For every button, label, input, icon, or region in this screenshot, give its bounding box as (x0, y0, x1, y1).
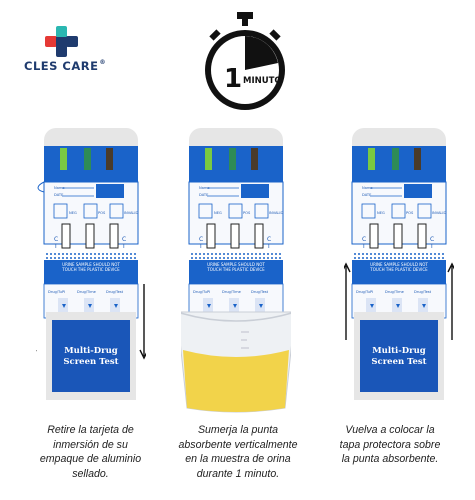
invalid-label: INVALID (269, 211, 284, 215)
step-1-caption: Retire la tarjeta de inmersión de su emp… (39, 424, 142, 480)
name-label: Name (199, 186, 210, 190)
name-label: Name (362, 186, 373, 190)
pos-label: POS (243, 211, 251, 215)
urine-note: URINE SAMPLE SHOULD NOT TOUCH THE PLASTI… (370, 262, 428, 272)
pos-label: POS (406, 211, 414, 215)
neg-label: NEG (214, 211, 222, 215)
t-label: T (267, 243, 271, 250)
pos-label: POS (98, 211, 106, 215)
test-device-step-3: Name DATE C T C T NEG POS INVALID URINE … (341, 126, 457, 416)
neg-label: NEG (377, 211, 385, 215)
t-label: T (362, 243, 366, 250)
test-device-step-1: Name DATE C T C T NEG POS INVALID URINE … (27, 126, 149, 416)
strip-label: Drug/TuPI (193, 290, 211, 294)
t-label: T (199, 243, 203, 250)
strip-label: Drug/TuPI (356, 290, 374, 294)
date-label: DATE (54, 193, 64, 197)
cover-title: Multi-Drug Screen Test (63, 346, 119, 367)
test-device-step-2: Name DATE C T C T NEG POS INVALID URINE … (176, 126, 296, 416)
date-label: DATE (199, 193, 209, 197)
brand-name: CLES CARE® (24, 59, 106, 73)
step-2-caption: Sumerja la punta absorbente verticalment… (178, 424, 298, 480)
urine-note: URINE SAMPLE SHOULD NOT TOUCH THE PLASTI… (62, 262, 120, 272)
c-label: C (54, 236, 59, 243)
t-label: T (54, 243, 58, 250)
stopwatch-icon: 1 MINUTO (200, 8, 290, 112)
c-label: C (267, 236, 272, 243)
t-label: T (430, 243, 434, 250)
strip-label: Drug/TuPI (48, 290, 66, 294)
strip-label: Drug/Time (385, 290, 404, 294)
urine-note: URINE SAMPLE SHOULD NOT TOUCH THE PLASTI… (207, 262, 265, 272)
invalid-label: INVALID (124, 211, 139, 215)
invalid-label: INVALID (432, 211, 447, 215)
c-label: C (199, 236, 204, 243)
step-3-caption: Vuelva a colocar la tapa protectora sobr… (339, 424, 441, 465)
neg-label: NEG (69, 211, 77, 215)
c-label: C (430, 236, 435, 243)
c-label: C (122, 236, 127, 243)
date-label: DATE (362, 193, 372, 197)
strip-label: Drug/Time (77, 290, 96, 294)
cover-title: Multi-Drug Screen Test (371, 346, 427, 367)
name-label: Name (54, 186, 65, 190)
medical-cross-icon (45, 26, 78, 57)
strip-label: Drug/Test (106, 290, 124, 294)
t-label: T (122, 243, 126, 250)
strip-label: Drug/Test (414, 290, 432, 294)
strip-label: Drug/Test (251, 290, 269, 294)
c-label: C (362, 236, 367, 243)
strip-label: Drug/Time (222, 290, 241, 294)
brand-logo: CLES CARE® (24, 26, 144, 75)
timer-number: 1 (224, 64, 243, 94)
timer-unit: MINUTO (243, 76, 282, 86)
